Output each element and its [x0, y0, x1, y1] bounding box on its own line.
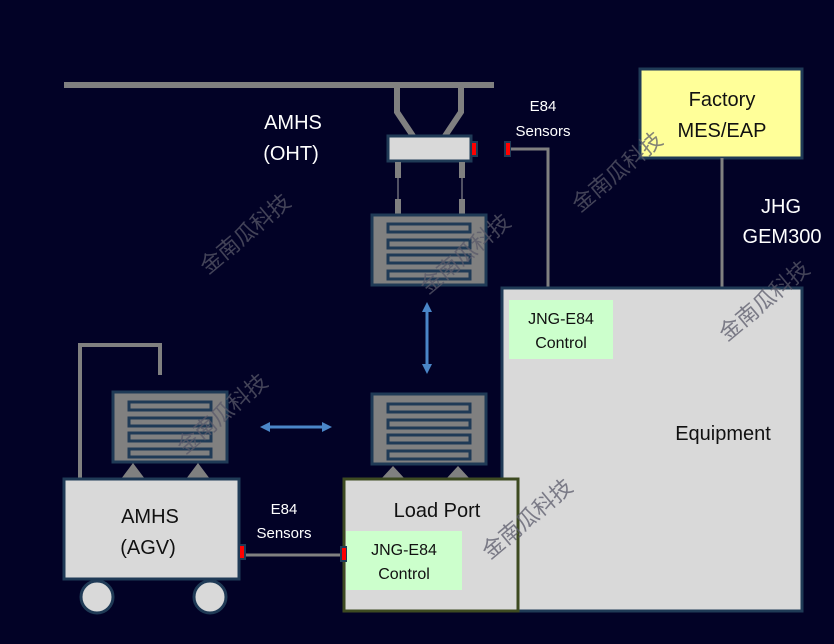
- hoist-lower-left: [395, 199, 401, 214]
- hoist-upper-left: [395, 162, 401, 178]
- hoist-lower-right: [459, 199, 465, 214]
- factory-label-line1: Factory: [689, 89, 756, 111]
- loadport-sensor-red: [342, 548, 346, 560]
- vertical-transfer-arrow: [422, 302, 432, 374]
- agv-handle: [78, 343, 162, 481]
- oht-sensor-label-line1: E84: [530, 98, 557, 115]
- oht-carrier: [370, 213, 488, 287]
- loadport-control-label-line1: JNG-E84: [371, 542, 437, 559]
- horizontal-transfer-arrow: [260, 422, 332, 432]
- oht-label-line1: AMHS: [264, 112, 322, 134]
- agv-wheel-right: [192, 579, 228, 615]
- equipment-label: Equipment: [675, 423, 771, 445]
- agv-label-line1: AMHS: [121, 506, 179, 528]
- loadport-e84-control-box: [346, 531, 462, 590]
- equipment-oht-sensor-red: [506, 143, 510, 155]
- gem300-label-line2: GEM300: [743, 226, 822, 248]
- gem300-label-line1: JHG: [761, 196, 801, 218]
- agv-sensor-label-line2: Sensors: [256, 525, 311, 542]
- loadport-control-label-line2: Control: [378, 566, 430, 583]
- agv-carrier: [111, 390, 229, 479]
- watermark: 金南瓜科技: [568, 128, 668, 218]
- oht-sensor-red: [472, 143, 476, 155]
- loadport-carrier: [370, 392, 488, 479]
- factory-mes-eap-box: [638, 67, 804, 160]
- watermark: 金南瓜科技: [196, 190, 296, 280]
- agv-sensor-red: [240, 546, 244, 558]
- equipment-e84-control-box: [509, 300, 613, 359]
- oht-rail: [64, 82, 494, 88]
- equipment-control-label-line1: JNG-E84: [528, 311, 594, 328]
- agv-label-line2: (AGV): [120, 537, 176, 559]
- agv-body: [62, 477, 241, 581]
- oht-sensor-wire: [511, 147, 550, 289]
- hoist-upper-right: [459, 162, 465, 178]
- loadport-label: Load Port: [394, 500, 481, 522]
- equipment-control-label-line2: Control: [535, 335, 587, 352]
- oht-hanger-right: [442, 88, 464, 138]
- oht-hanger-left: [394, 88, 416, 138]
- agv-sensor-label-line1: E84: [271, 501, 298, 518]
- agv-wheel-left: [79, 579, 115, 615]
- factory-label-line2: MES/EAP: [678, 120, 767, 142]
- oht-label-line2: (OHT): [263, 143, 319, 165]
- oht-sensor-label-line2: Sensors: [515, 123, 570, 140]
- oht-vehicle: [386, 134, 473, 163]
